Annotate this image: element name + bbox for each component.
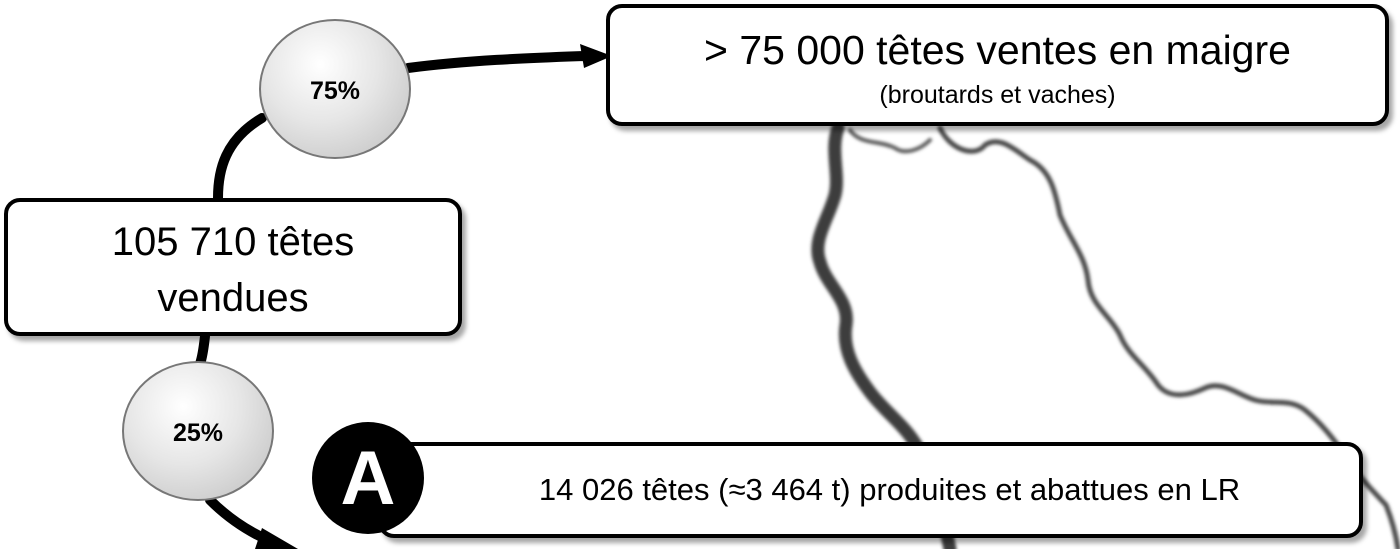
connector-up-to-75 bbox=[213, 113, 267, 203]
arrow-to-top-box bbox=[403, 51, 590, 73]
lean-sales-box: > 75 000 têtes ventes en maigre (broutar… bbox=[606, 4, 1389, 126]
map-outline-inner-edge bbox=[848, 128, 932, 154]
percent-circle-25: 25% bbox=[122, 361, 274, 501]
slaughtered-text: 14 026 têtes (≈3 464 t) produites et aba… bbox=[538, 472, 1241, 507]
lean-sales-subtitle: (broutards et vaches) bbox=[879, 81, 1116, 109]
percent-circle-75: 75% bbox=[259, 19, 411, 159]
arrowhead-bottom bbox=[255, 528, 298, 549]
slaughtered-box: 14 026 têtes (≈3 464 t) produites et aba… bbox=[378, 442, 1363, 538]
connector-down-to-25 bbox=[195, 331, 210, 369]
percent-label-25: 25% bbox=[172, 419, 224, 447]
total-sold-line2: vendues bbox=[157, 276, 309, 320]
lean-sales-title: > 75 000 têtes ventes en maigre bbox=[704, 27, 1291, 73]
total-sold-line1: 105 710 têtes bbox=[111, 220, 355, 264]
badge-a: A bbox=[312, 422, 424, 534]
arrowhead-top bbox=[580, 44, 612, 68]
total-sold-box: 105 710 têtes vendues bbox=[4, 198, 462, 336]
percent-label-75: 75% bbox=[309, 77, 361, 105]
